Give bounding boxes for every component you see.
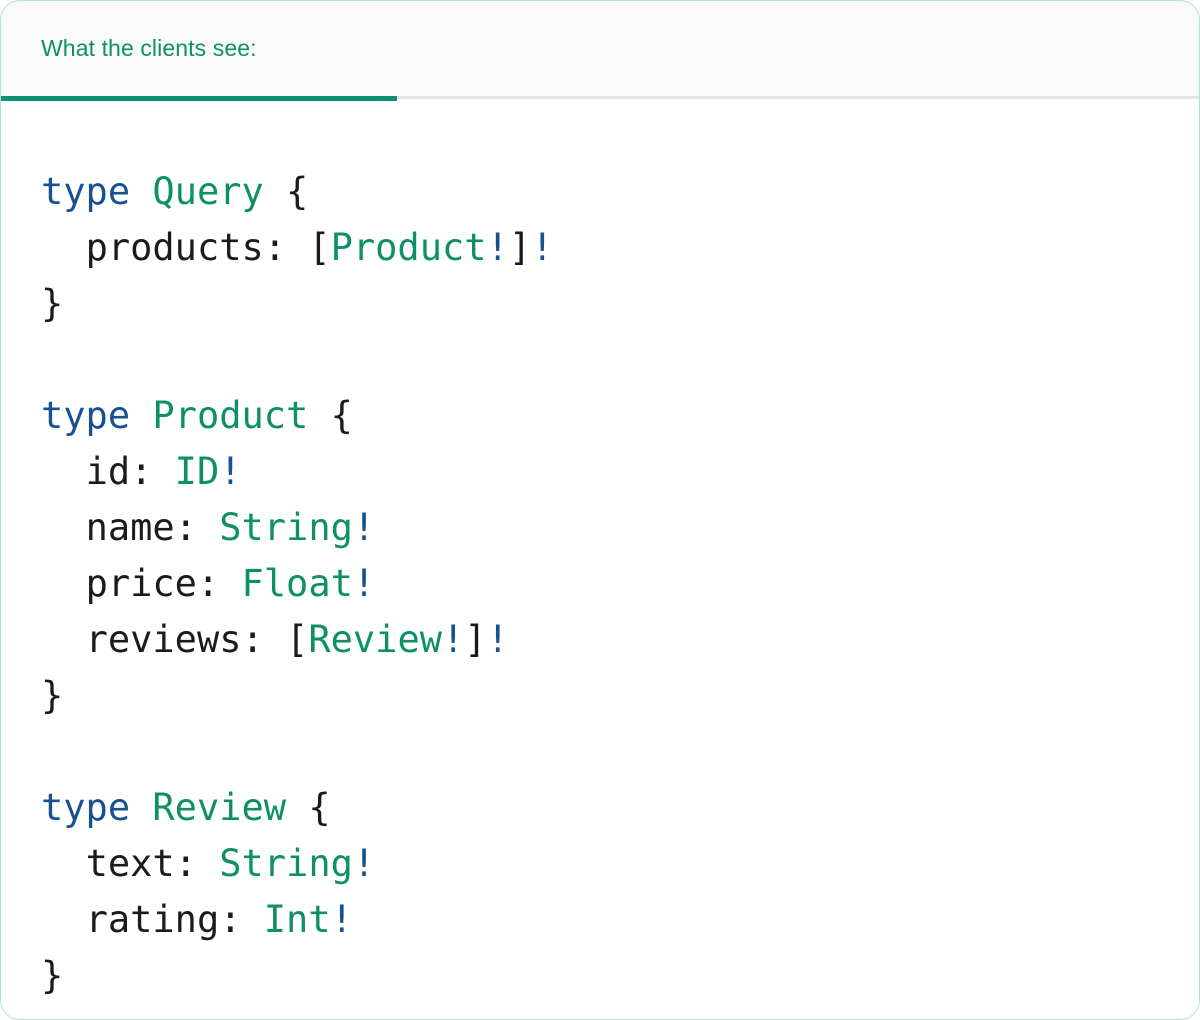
code-line: id: ID! bbox=[41, 444, 1199, 500]
code-token-punc: ] bbox=[464, 618, 487, 661]
code-token-bang: ! bbox=[352, 842, 376, 885]
code-token-kw: type bbox=[41, 394, 131, 437]
code-token-type: Review bbox=[152, 786, 287, 829]
code-line: products: [Product!]! bbox=[41, 220, 1199, 276]
code-line: name: String! bbox=[41, 500, 1199, 556]
code-token-field: products: bbox=[85, 226, 287, 269]
code-token-punc bbox=[219, 562, 241, 605]
code-line: text: String! bbox=[41, 836, 1199, 892]
code-token-type: Float bbox=[241, 562, 353, 605]
tab-strip: What the clients see: bbox=[1, 1, 1199, 101]
code-line: type Product { bbox=[41, 388, 1199, 444]
code-token-type: Product bbox=[330, 226, 487, 269]
tab-what-the-clients-see[interactable]: What the clients see: bbox=[1, 1, 397, 101]
code-token-type: Product bbox=[152, 394, 309, 437]
code-token-kw: type bbox=[41, 786, 131, 829]
code-token-punc bbox=[242, 898, 264, 941]
code-token-bang: ! bbox=[352, 506, 376, 549]
tab-label: What the clients see: bbox=[41, 35, 257, 61]
code-token-punc: [ bbox=[286, 226, 331, 269]
code-token-punc: { bbox=[286, 786, 331, 829]
code-viewer[interactable]: type Query { products: [Product!]!} type… bbox=[1, 99, 1199, 1018]
code-token-punc: ] bbox=[508, 226, 532, 269]
code-token-kw: type bbox=[41, 170, 131, 213]
code-line: price: Float! bbox=[41, 556, 1199, 612]
code-token-punc bbox=[152, 450, 174, 493]
code-token-type: Int bbox=[263, 898, 331, 941]
code-token-punc bbox=[130, 394, 152, 437]
code-line: type Review { bbox=[41, 780, 1199, 836]
code-token-punc: } bbox=[41, 954, 64, 997]
code-token-bang: ! bbox=[486, 226, 509, 269]
code-token-field: rating: bbox=[85, 898, 242, 941]
code-token-type: ID bbox=[174, 450, 220, 493]
graphql-schema-code: type Query { products: [Product!]!} type… bbox=[1, 164, 1199, 1004]
code-token-bang: ! bbox=[531, 226, 554, 269]
code-token-bang: ! bbox=[330, 898, 353, 941]
tab-active-underline bbox=[1, 95, 397, 101]
code-token-type: Query bbox=[152, 170, 264, 213]
code-token-bang: ! bbox=[486, 618, 509, 661]
code-token-type: String bbox=[219, 506, 353, 549]
code-token-field: reviews: bbox=[85, 618, 264, 661]
code-line: } bbox=[41, 948, 1199, 1004]
code-line: } bbox=[41, 668, 1199, 724]
code-line: type Query { bbox=[41, 164, 1199, 220]
code-token-bang: ! bbox=[352, 562, 376, 605]
code-token-field: price: bbox=[85, 562, 220, 605]
code-token-field: id: bbox=[85, 450, 153, 493]
code-token-punc: } bbox=[41, 674, 64, 717]
code-line: reviews: [Review!]! bbox=[41, 612, 1199, 668]
code-token-punc: { bbox=[308, 394, 353, 437]
code-token-punc bbox=[130, 170, 152, 213]
code-line bbox=[41, 724, 1199, 780]
code-token-punc: { bbox=[263, 170, 309, 213]
code-token-type: Review bbox=[308, 618, 442, 661]
code-token-punc bbox=[130, 786, 152, 829]
code-token-type: String bbox=[219, 842, 353, 885]
code-token-punc bbox=[197, 506, 219, 549]
code-token-bang: ! bbox=[219, 450, 242, 493]
code-line: } bbox=[41, 276, 1199, 332]
code-token-punc: } bbox=[41, 282, 64, 325]
code-token-field: text: bbox=[85, 842, 197, 885]
code-token-punc: [ bbox=[263, 618, 309, 661]
code-token-punc bbox=[197, 842, 219, 885]
code-line bbox=[41, 332, 1199, 388]
code-token-bang: ! bbox=[442, 618, 465, 661]
code-line: rating: Int! bbox=[41, 892, 1199, 948]
code-token-field: name: bbox=[85, 506, 197, 549]
